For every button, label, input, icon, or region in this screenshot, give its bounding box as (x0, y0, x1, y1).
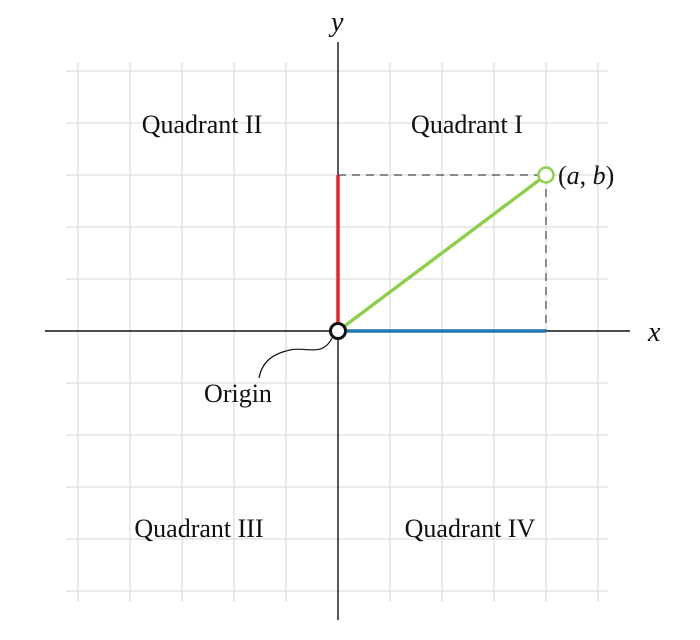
origin-label: Origin (204, 379, 272, 408)
y-axis-label: y (328, 7, 344, 38)
point-label: (a, b) (558, 161, 614, 190)
origin-callout-curve (258, 337, 333, 379)
position-vector-line (336, 173, 548, 333)
quadrant-ii-label: Quadrant II (142, 110, 263, 139)
point-marker (537, 166, 555, 184)
origin-marker (329, 322, 347, 340)
quadrant-iii-label: Quadrant III (134, 514, 263, 543)
point-label-a: a (567, 161, 580, 190)
x-axis-label: x (647, 317, 661, 348)
point-label-b: b (593, 161, 606, 190)
point-label-close-paren: ) (606, 161, 615, 190)
point-label-comma: , (580, 161, 593, 190)
quadrant-i-label: Quadrant I (411, 110, 523, 139)
point-label-open-paren: ( (558, 161, 567, 190)
quadrant-iv-label: Quadrant IV (405, 514, 536, 543)
